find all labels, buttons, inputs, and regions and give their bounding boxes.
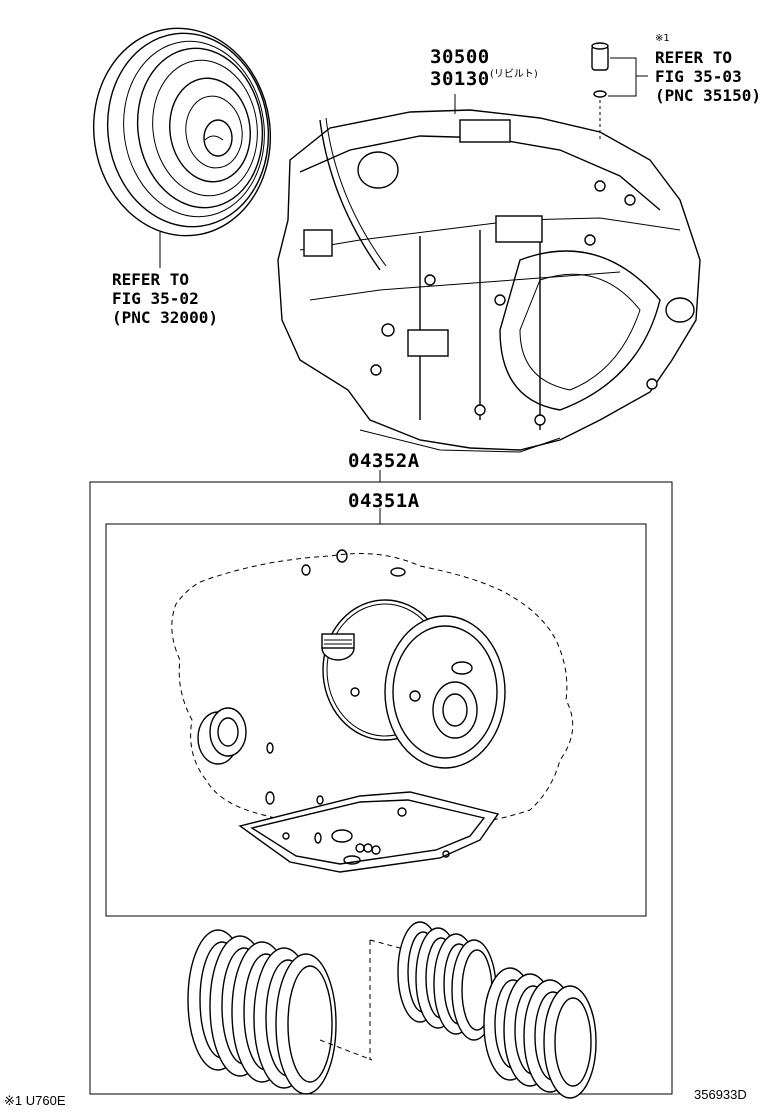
pnc-30130-label[interactable]: 30130	[430, 68, 490, 90]
pnc-30130-note: (リビルト)	[490, 69, 538, 80]
clutch-plates-right-lower[interactable]	[483, 967, 597, 1099]
case-gasket[interactable]	[171, 553, 574, 824]
leader-plates-right	[369, 939, 401, 949]
o-rings-pan[interactable]	[314, 829, 381, 865]
pnc-30500-label[interactable]: 30500	[430, 46, 490, 68]
oil-seal[interactable]	[197, 707, 247, 765]
clutch-plates-left[interactable]	[187, 929, 337, 1095]
solenoid-ref-line2[interactable]: FIG 35-03	[655, 67, 742, 86]
footer-note: ※1 U760E	[4, 1093, 66, 1108]
diagram-id: 356933D	[694, 1087, 747, 1102]
torque-converter[interactable]	[80, 17, 283, 247]
torque-converter-ref-line2[interactable]: FIG 35-02	[112, 289, 199, 308]
pnc-04351a-label[interactable]: 04351A	[348, 490, 420, 512]
pnc-04352a-label[interactable]: 04352A	[348, 450, 420, 472]
o-rings-small[interactable]	[265, 549, 406, 805]
transmission-assembly[interactable]	[277, 109, 701, 453]
solenoid-plug[interactable]	[591, 42, 609, 98]
pump-cover[interactable]	[384, 615, 506, 769]
gasket-kit-outline	[105, 523, 647, 917]
torque-converter-ref-line3[interactable]: (PNC 32000)	[112, 308, 218, 327]
solenoid-ref-line3[interactable]: (PNC 35150)	[655, 86, 760, 105]
solenoid-marker: ※1	[655, 33, 670, 44]
overhaul-kit-outline	[89, 481, 673, 1095]
clutch-plates-right-upper[interactable]	[397, 921, 497, 1041]
torque-converter-ref-line1[interactable]: REFER TO	[112, 270, 190, 289]
solenoid-ref-line1[interactable]: REFER TO	[655, 48, 733, 67]
leader-plates-left	[319, 1039, 373, 1061]
leader-solenoid-bracket	[608, 57, 637, 97]
spring-plug[interactable]	[321, 633, 355, 661]
oil-pan-gasket[interactable]	[238, 791, 500, 873]
